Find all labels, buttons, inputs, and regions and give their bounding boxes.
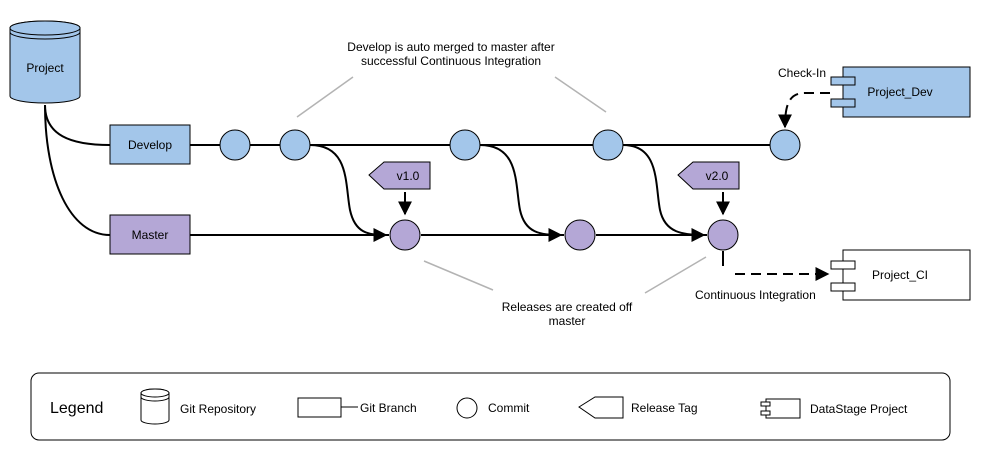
continuous-integration-label: Continuous Integration	[695, 288, 816, 302]
legend-label-git-branch: Git Branch	[360, 401, 417, 415]
project-repository[interactable]: Project	[9, 20, 81, 104]
repository-cylinder-ring	[9, 31, 81, 40]
project-ci-box	[842, 249, 971, 301]
release-tag-v2-label: v2.0	[706, 169, 729, 183]
develop-commit-3[interactable]	[449, 129, 481, 161]
git-repository-legend-icon-top	[140, 388, 170, 398]
auto-merge-note-line2: successful Continuous Integration	[361, 54, 541, 68]
annotation-line-auto-merge-right	[554, 76, 607, 113]
release-tag-v1-icon	[368, 161, 431, 190]
check-in-arrow	[778, 92, 830, 129]
master-branch[interactable]: Master	[109, 214, 191, 255]
project-dev-port-bottom	[830, 98, 856, 108]
legend-frame	[30, 372, 951, 441]
project-ci-label: Project_CI	[872, 268, 928, 282]
release-tag-v2[interactable]: v2.0	[677, 161, 740, 190]
legend-item-datastage-project: DataStage Project	[760, 398, 908, 419]
project-dev-label: Project_Dev	[867, 85, 932, 99]
legend-label-release-tag: Release Tag	[631, 401, 698, 415]
annotation-line-releases-left	[423, 260, 494, 291]
git-branch-legend-icon	[297, 397, 342, 418]
datastage-project-legend-port-bottom	[760, 410, 771, 416]
develop-branch-box	[109, 124, 191, 165]
datastage-project-legend-icon	[765, 398, 801, 419]
master-commit-1[interactable]	[389, 219, 421, 251]
merge-curve-1	[309, 144, 388, 242]
develop-commit-1[interactable]	[219, 129, 251, 161]
develop-commit-2[interactable]	[279, 129, 311, 161]
develop-commit-5[interactable]	[769, 129, 801, 161]
master-branch-box	[109, 214, 191, 255]
releases-note-line2: master	[549, 314, 586, 328]
repository-label: Project	[26, 61, 64, 75]
legend-item-git-branch: Git Branch	[297, 397, 417, 418]
git-repository-legend-icon-ring	[140, 396, 170, 402]
repo-to-master-connector	[44, 104, 111, 236]
project-ci-port-top	[830, 260, 856, 270]
legend-item-git-repository: Git Repository	[140, 388, 256, 425]
auto-merge-note-line1: Develop is auto merged to master after	[347, 40, 554, 54]
annotation-line-releases-right	[644, 256, 707, 294]
project-dev-datastage[interactable]: Project_Dev	[830, 66, 971, 118]
releases-note-line1: Releases are created off	[502, 300, 633, 314]
repo-to-develop-connector	[44, 104, 111, 146]
develop-commit-4[interactable]	[592, 129, 624, 161]
develop-branch[interactable]: Develop	[109, 124, 191, 165]
master-commit-2[interactable]	[564, 219, 596, 251]
release-tag-v1[interactable]: v1.0	[368, 161, 431, 190]
release-tag-v1-label: v1.0	[397, 169, 420, 183]
legend-item-release-tag: Release Tag	[578, 396, 698, 419]
project-ci-datastage[interactable]: Project_CI	[830, 249, 971, 301]
legend-item-commit: Commit	[456, 397, 530, 419]
master-commit-3[interactable]	[707, 219, 739, 251]
release-tag-v2-icon	[677, 161, 740, 190]
legend: Legend Git Repository Git Branch Commit …	[30, 372, 951, 441]
merge-curve-3	[622, 144, 706, 242]
datastage-project-legend-port-top	[760, 401, 771, 407]
merge-curve-2	[479, 144, 563, 242]
annotation-line-auto-merge-left	[296, 76, 354, 118]
check-in-label: Check-In	[778, 66, 826, 80]
project-ci-port-bottom	[830, 282, 856, 292]
project-dev-box	[842, 66, 971, 118]
commit-legend-icon	[456, 397, 478, 419]
master-branch-label: Master	[132, 228, 169, 242]
repository-cylinder-top	[9, 20, 81, 36]
legend-title: Legend	[50, 400, 103, 417]
legend-label-commit: Commit	[488, 401, 530, 415]
legend-label-datastage-project: DataStage Project	[810, 402, 908, 416]
project-dev-port-top	[830, 76, 856, 86]
release-tag-legend-icon	[578, 396, 624, 419]
develop-branch-label: Develop	[128, 138, 172, 152]
legend-label-git-repository: Git Repository	[180, 402, 256, 416]
